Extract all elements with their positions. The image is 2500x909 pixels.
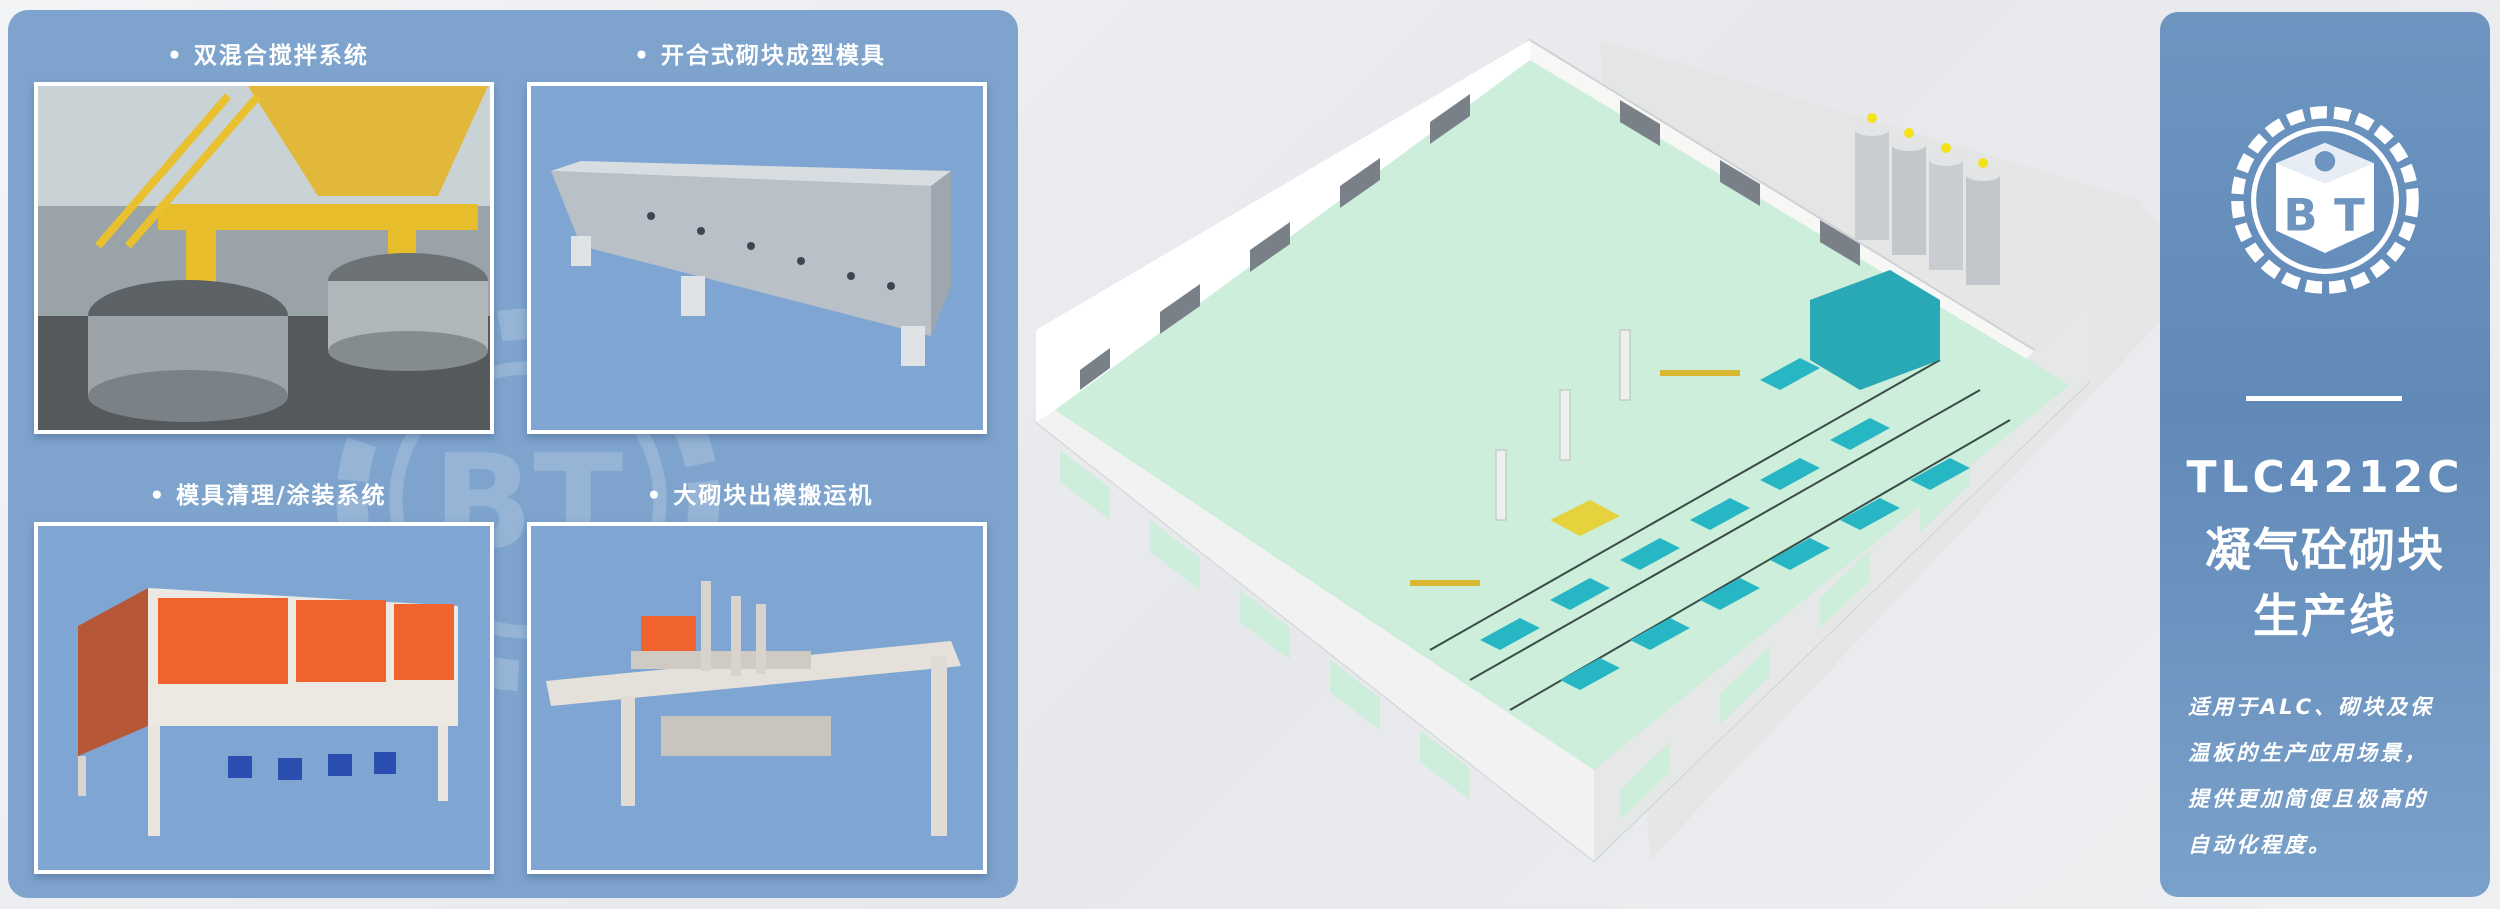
caption-mixing-system: • 双混合搅拌系统 [167,43,369,69]
caption-block-demolding-transporter: • 大砌块出模搬运机 [646,483,874,509]
yellow-gantry-equipment [1410,370,1740,586]
batching-tower [1810,270,1940,390]
silos [1855,113,2000,285]
svg-text:T: T [2334,189,2365,242]
title-divider [2246,396,2402,401]
factory-3d-render [1034,38,2160,863]
equipment-showcase-panel: BT • 双混合搅拌系统 • 开合式砌块成型模具 • 模具清理/涂装系统 • 大… [8,10,1018,898]
product-title-line-2: 凝气砼砌块 [2205,523,2445,577]
description-line: 提供更加简便且极高的 [2188,787,2428,811]
back-wall-windows [1080,94,1860,390]
bt-logo-icon: B T [2231,106,2419,294]
photo-block-demolding-transporter[interactable] [527,522,987,874]
mold-carts [1480,358,1970,690]
photo-mixing-system[interactable] [34,82,494,434]
photo-mold-cleaning-system[interactable] [34,522,494,874]
svg-text:B: B [2283,189,2317,242]
description-line: 温板的生产应用场景， [2188,741,2428,765]
caption-mold-cleaning-system: • 模具清理/涂装系统 [149,483,387,509]
description-line: 适用于ALC、砌块及保 [2188,695,2435,719]
description-line: 自动化程度。 [2188,833,2332,857]
product-title-line-3: 生产线 [2253,589,2397,643]
caption-block-mold: • 开合式砌块成型模具 [634,43,886,69]
product-info-panel: B T TLC4212C 凝气砼砌块 生产线 适用于ALC、砌块及保 温板的生产… [2160,12,2490,897]
product-description: 适用于ALC、砌块及保 温板的生产应用场景， 提供更加简便且极高的 自动化程度。 [2188,684,2478,868]
product-model-title: TLC4212C [2186,452,2464,503]
front-wall-windows [1060,450,1970,820]
photo-block-mold[interactable] [527,82,987,434]
